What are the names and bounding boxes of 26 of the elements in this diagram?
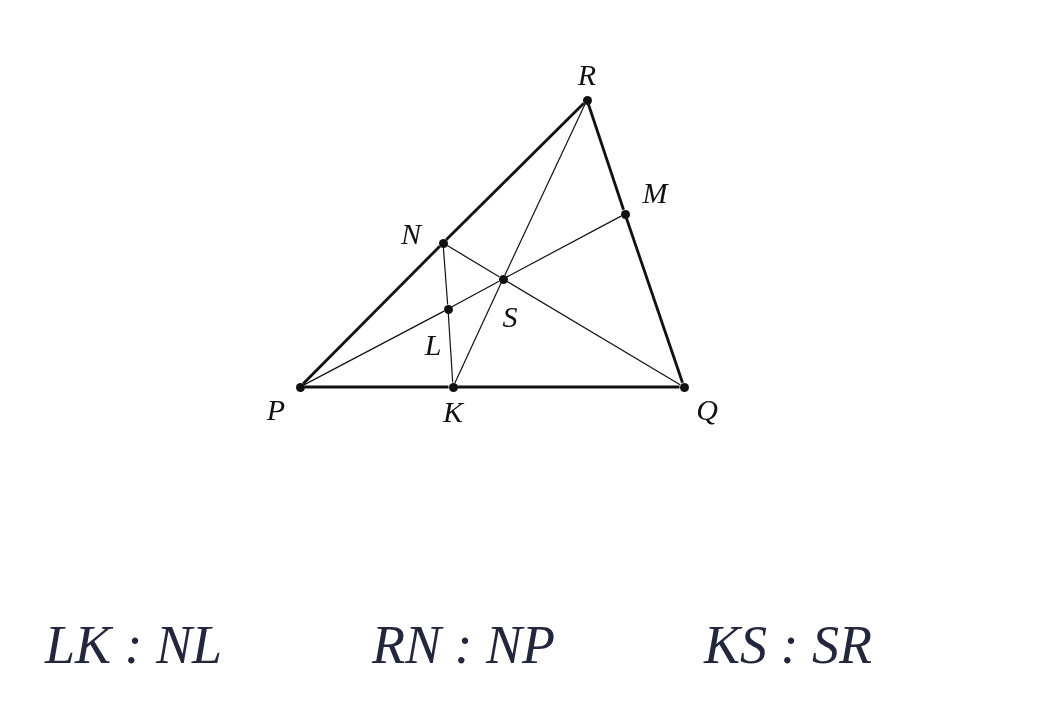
line-segment (445, 102, 585, 241)
point-label: P (266, 395, 286, 425)
line-segment (302, 245, 441, 385)
line-segment (587, 103, 625, 211)
ratio-expression: LK : NL (45, 618, 223, 672)
line-segment (454, 282, 502, 384)
point-label: K (443, 397, 463, 427)
line-segment (506, 215, 622, 278)
ratio-expression: RN : NP (372, 618, 555, 672)
point-label: N (401, 219, 421, 249)
point-label: R (577, 60, 597, 90)
line-segment (506, 280, 681, 386)
line-segment (303, 310, 445, 386)
ratio-expression: KS : SR (704, 618, 872, 672)
point-label: S (502, 302, 518, 332)
point-label: Q (696, 395, 718, 425)
line-segment (504, 103, 586, 276)
line-segment (304, 385, 449, 389)
point-label: M (642, 178, 668, 208)
line-segment (446, 244, 500, 278)
line-segment (442, 246, 449, 306)
line-segment (447, 312, 454, 384)
line-segment (625, 217, 684, 384)
line-segment (451, 280, 500, 308)
line-segment (457, 385, 680, 389)
point-label: L (424, 330, 442, 360)
